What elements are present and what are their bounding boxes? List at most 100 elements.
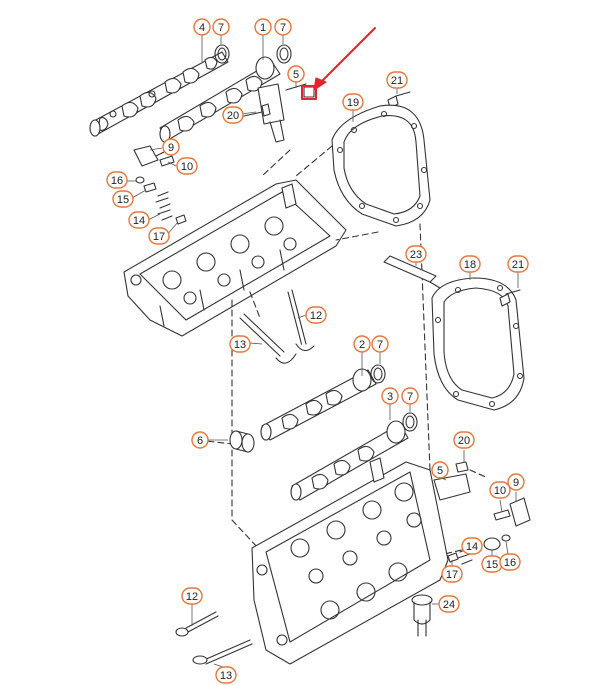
callout-17a: 17 [148, 227, 170, 245]
valve-cotter-16b [501, 534, 511, 542]
callout-13b: 13 [215, 666, 237, 684]
valve-spring-14a [155, 191, 173, 221]
valve-13b [203, 639, 251, 661]
callout-bubble [461, 537, 483, 555]
callout-number: 7 [218, 22, 224, 34]
callout-7a: 7 [212, 18, 230, 36]
stem-seal-17a [175, 214, 187, 225]
callout-bubble [128, 211, 150, 229]
highlight-box [301, 85, 317, 100]
callout-bubble [401, 387, 419, 405]
rocker-arm-9b [509, 497, 531, 527]
callout-15b: 15 [481, 555, 503, 573]
callout-5b: 5 [431, 461, 449, 479]
callout-number: 15 [117, 194, 129, 206]
callout-14a: 14 [128, 211, 150, 229]
spring-seat-15a [143, 182, 157, 193]
callout-15a: 15 [112, 190, 134, 208]
callout-number: 12 [310, 310, 322, 322]
callout-bubble [499, 553, 521, 571]
callout-10a: 10 [176, 157, 198, 175]
callout-number: 20 [458, 435, 470, 447]
callout-bubble [106, 171, 128, 189]
callout-bubble [229, 335, 251, 353]
callout-number: 3 [387, 391, 393, 403]
cylinder-head-top [123, 179, 347, 337]
callout-bubble [212, 18, 230, 36]
callout-9b: 9 [507, 473, 525, 491]
callout-bubble [405, 245, 427, 263]
callout-number: 5 [437, 465, 443, 477]
callout-number: 23 [410, 249, 422, 261]
callout-bubble [287, 65, 305, 83]
callout-number: 20 [227, 110, 239, 122]
callout-number: 10 [494, 485, 506, 497]
seal-6 [229, 430, 255, 453]
callout-bubble [162, 138, 180, 156]
callout-bubble [305, 306, 327, 324]
bolt-24 [411, 594, 433, 637]
valve-13a [243, 313, 285, 353]
callout-9a: 9 [162, 138, 180, 156]
cylinder-head-bottom [251, 457, 449, 665]
callout-number: 7 [280, 22, 286, 34]
callout-number: 6 [197, 435, 203, 447]
callout-bubble [176, 157, 198, 175]
cover-18 [431, 277, 525, 411]
callout-18: 18 [459, 255, 481, 273]
callout-6: 6 [191, 431, 209, 449]
callout-bubble [112, 190, 134, 208]
camshaft-adjuster-5-bottom [433, 473, 471, 501]
callout-number: 13 [220, 670, 232, 682]
callout-7d: 7 [401, 387, 419, 405]
callout-17b: 17 [441, 565, 463, 583]
hydraulic-tappet-10a [159, 155, 175, 167]
callout-4: 4 [193, 18, 211, 36]
stem-seal-17b [447, 552, 459, 563]
callout-bubble [507, 255, 529, 273]
callout-number: 17 [153, 231, 165, 243]
bolt-21b [499, 289, 521, 307]
callout-3: 3 [381, 387, 399, 405]
callout-bubble [193, 18, 211, 36]
callout-20a: 20 [222, 106, 244, 124]
callout-24: 24 [438, 595, 460, 613]
callout-number: 24 [443, 599, 455, 611]
hydraulic-tappet-10b [493, 509, 511, 521]
rocker-arm-9a [133, 145, 159, 167]
callout-bubble [215, 666, 237, 684]
callout-bubble [507, 473, 525, 491]
callout-number: 21 [512, 259, 524, 271]
callout-bubble [181, 587, 203, 605]
callout-number: 7 [407, 391, 413, 403]
spring-seat-15b [483, 537, 501, 551]
callout-number: 2 [359, 339, 365, 351]
bolt-20b [455, 461, 469, 473]
callout-16b: 16 [499, 553, 521, 571]
callout-number: 13 [234, 339, 246, 351]
callout-16a: 16 [106, 171, 128, 189]
callout-number: 16 [111, 175, 123, 187]
callout-number: 19 [347, 97, 359, 109]
seal-ring-7d [402, 412, 418, 432]
callout-bubble [431, 461, 449, 479]
callout-1: 1 [254, 18, 272, 36]
callout-bubble [381, 387, 399, 405]
callout-bubble [386, 71, 408, 89]
valve-12a [287, 291, 303, 347]
callout-number: 9 [168, 142, 174, 154]
callout-20b: 20 [453, 431, 475, 449]
callout-bubble [274, 18, 292, 36]
callout-13a: 13 [229, 335, 251, 353]
callout-number: 5 [293, 69, 299, 81]
callout-10b: 10 [489, 481, 511, 499]
callout-number: 18 [464, 259, 476, 271]
seal-ring-7b [276, 44, 292, 64]
callout-7b: 7 [274, 18, 292, 36]
callout-14b: 14 [461, 537, 483, 555]
callout-number: 16 [504, 557, 516, 569]
callout-number: 17 [446, 569, 458, 581]
callout-number: 21 [391, 75, 403, 87]
